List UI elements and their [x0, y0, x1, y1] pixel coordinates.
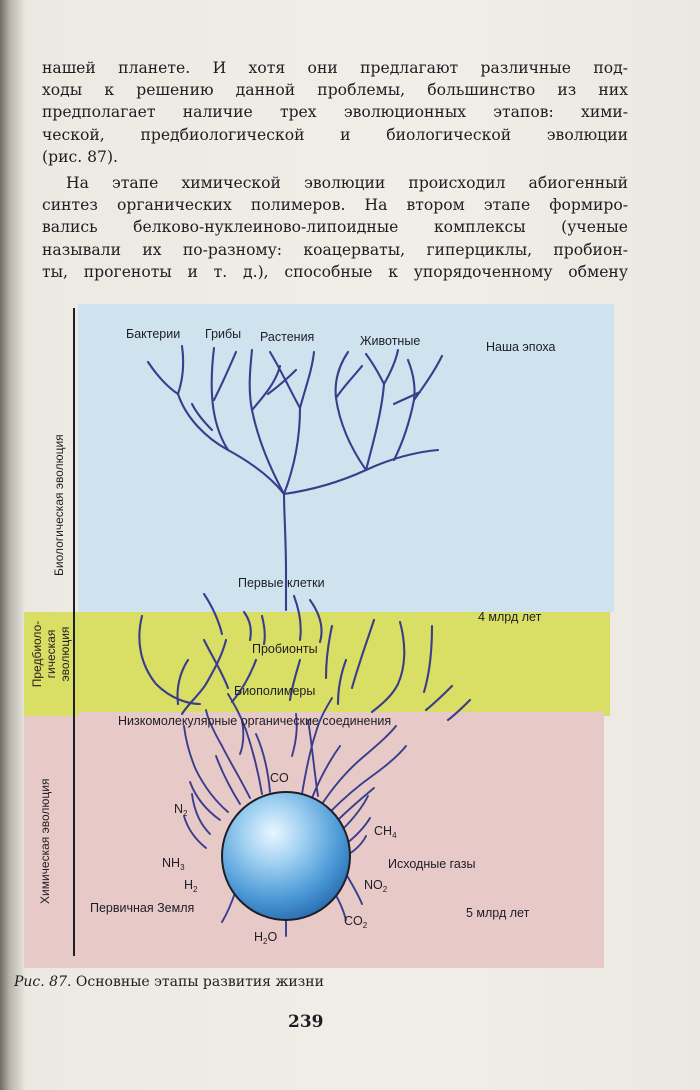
- text-line: ходы к решению данной проблемы, большинс…: [42, 81, 628, 100]
- evolution-tree-diagram: [138, 344, 472, 937]
- page-number: 239: [288, 1012, 324, 1032]
- biological-tree: [146, 344, 444, 574]
- h2o-label: H2O: [254, 930, 278, 946]
- time-5-bln-label: 5 млрд лет: [466, 906, 530, 920]
- bacteria-label: Бактерии: [126, 327, 181, 341]
- text-line: предполагает наличие трех эволюционных э…: [42, 103, 628, 122]
- evolution-figure: Биологическая эволюция Предбиоло-гическа…: [0, 300, 700, 980]
- text-line: вались белково-нуклеиново-липоидные комп…: [42, 218, 628, 237]
- plants-label: Растения: [260, 330, 315, 344]
- paragraph-1: нашей планете. И хотя они предлагают раз…: [42, 57, 628, 168]
- caption-prefix: Рис. 87.: [14, 974, 72, 990]
- initial-gases-label: Исходные газы: [388, 857, 476, 871]
- text-line: ты, прогеноты и т. д.), способные к упор…: [42, 262, 628, 281]
- co2-label: CO2: [344, 914, 368, 930]
- figure-caption: Рис. 87. Основные этапы развития жизни: [14, 974, 324, 990]
- probionts-label: Пробионты: [252, 642, 318, 656]
- text-line: нашей планете. И хотя они предлагают раз…: [42, 59, 628, 77]
- primary-earth-sphere: [221, 791, 351, 921]
- chemical-band-edge: [78, 712, 604, 720]
- no2-label: NO2: [364, 878, 388, 894]
- first-cells-label: Первые клетки: [238, 576, 325, 590]
- n2-label: N2: [174, 802, 188, 818]
- prebiological-band: [24, 612, 610, 716]
- prebiological-branches: [138, 570, 472, 722]
- text-line: (рис. 87).: [42, 147, 118, 166]
- chemical-evolution-label: Химическая эволюция: [38, 778, 52, 904]
- fungi-label: Грибы: [205, 327, 242, 341]
- paragraph-2: На этапе химической эволюции происходил …: [42, 172, 628, 283]
- prebiological-evolution-label: Предбиоло-гическая эволюция: [30, 620, 72, 688]
- h2-label: H2: [184, 878, 198, 894]
- text-line: На этапе химической эволюции происходил …: [66, 174, 628, 192]
- text-line: ческой, предбиологической и биологическо…: [42, 125, 628, 144]
- time-4-bln-label: 4 млрд лет: [478, 610, 542, 624]
- low-molecular-compounds-label: Низкомолекулярные органические соединени…: [118, 714, 392, 728]
- time-axis-line: [73, 308, 75, 956]
- primary-earth-label: Первичная Земля: [90, 901, 195, 915]
- our-era-label: Наша эпоха: [486, 340, 556, 354]
- biopolymers-label: Биополимеры: [234, 684, 316, 698]
- text-line: называли их по-разному: коацерваты, гипе…: [42, 240, 628, 259]
- animals-label: Животные: [360, 334, 421, 348]
- biological-evolution-label: Биологическая эволюция: [52, 434, 66, 576]
- co-label: CO: [270, 771, 289, 785]
- caption-text: Основные этапы развития жизни: [71, 974, 324, 990]
- ch4-label: CH4: [374, 824, 397, 840]
- text-line: синтез органических полимеров. На втором…: [42, 196, 628, 215]
- nh3-label: NH3: [162, 856, 185, 872]
